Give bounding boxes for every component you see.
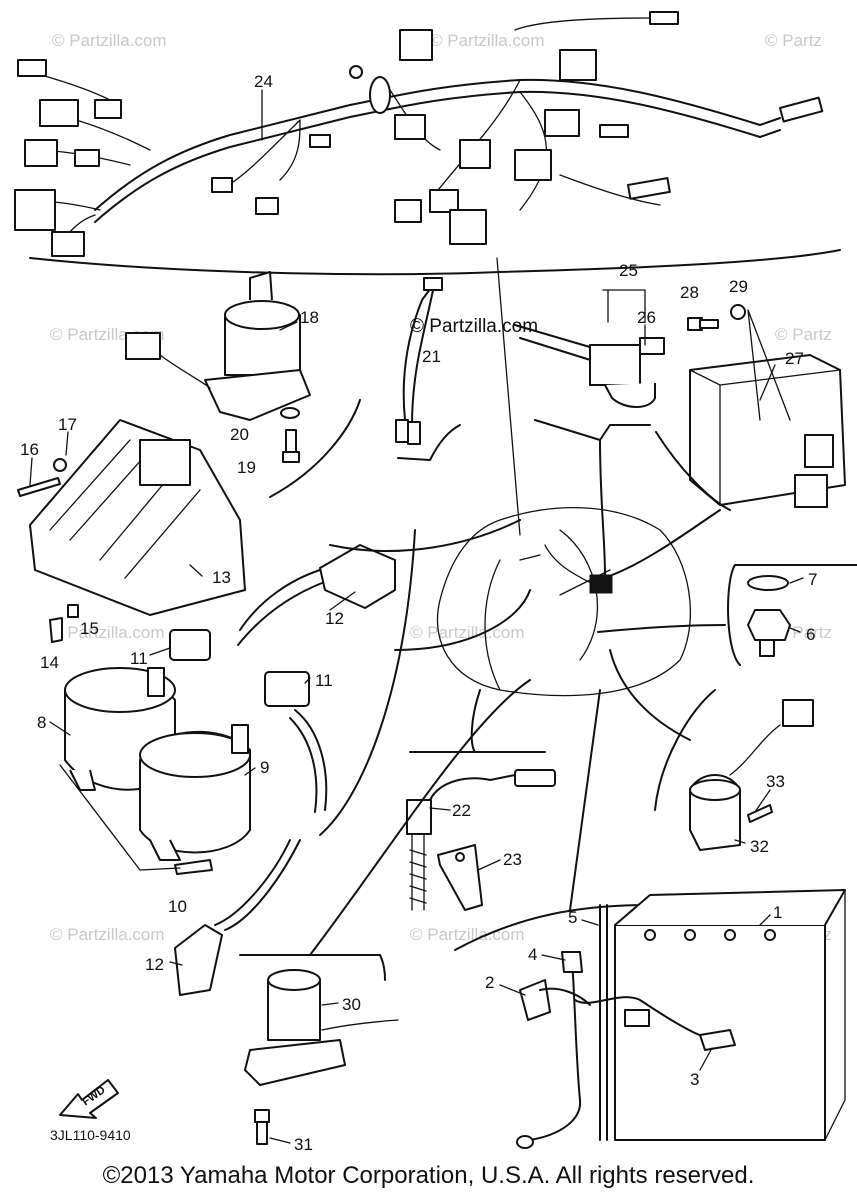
screw-10 [174,859,213,875]
screw-31 [254,1109,270,1145]
callout-22: 22 [452,801,471,820]
callout-4: 4 [528,945,537,964]
callout-bracket [319,529,416,836]
callout-31: 31 [294,1135,313,1154]
callout-13: 13 [212,568,231,587]
watermark-text: © Partzilla.com [410,316,538,337]
connector-line [609,649,691,741]
connector-line [329,519,521,552]
sensor-22 [406,751,556,911]
callout-26: 26 [637,308,656,327]
washer-29 [730,304,746,320]
callout-32: 32 [750,837,769,856]
callout-11: 11 [315,671,333,690]
callout-bracket [655,431,731,511]
watermark-text: © Partz [765,31,822,50]
callout-24: 24 [254,72,273,91]
callout-16: 16 [20,440,39,459]
callout-14: 14 [40,653,59,672]
callout-11: 11 [130,649,148,668]
callout-27: 27 [785,349,804,368]
connector-line [611,509,721,576]
wire-harness [14,11,841,536]
watermark-text: © Partzilla.com [410,623,525,642]
callout-3: 3 [690,1070,699,1089]
callout-18: 18 [300,308,319,327]
callout-21: 21 [422,347,441,366]
cdi-unit [689,354,846,508]
connector-line [599,439,606,576]
callout-30: 30 [342,995,361,1014]
callout-29: 29 [729,277,748,296]
starter-relay [239,954,399,1086]
callout-6: 6 [806,625,815,644]
callout-bracket [397,424,461,461]
connector-line [470,689,481,753]
callout-7: 7 [808,570,817,589]
plug-caps [169,544,396,996]
watermark-text: © Partzilla.com [50,623,165,642]
callout-25: 25 [619,261,638,280]
screw-19 [280,407,300,463]
callout-labels: 24 25 26 28 29 27 18 21 20 19 17 16 13 1… [20,72,817,1154]
leader-lines [29,89,804,1144]
watermark-text: © Partzilla.com [52,31,167,50]
connector-line [394,589,531,651]
callout-1: 1 [773,903,782,922]
watermark-text: © Partz [775,325,832,344]
main-switch [125,271,311,421]
callout-10: 10 [168,897,187,916]
callout-23: 23 [503,850,522,869]
frame-outline [436,507,691,697]
callout-33: 33 [766,772,785,791]
bolt-16 [17,458,67,497]
connector-line [597,624,726,633]
bracket-23 [437,844,483,911]
callout-12: 12 [325,609,344,628]
callout-15: 15 [80,619,99,638]
diagram-code: 3JL110-9410 [50,1127,131,1143]
lead-21 [395,277,443,445]
watermark-text: © Partzilla.com [410,925,525,944]
callout-bracket [269,399,361,498]
ignition-coil-9 [139,724,251,861]
screw-14 [49,604,79,643]
connector-line [569,689,601,911]
connector-line [309,679,531,956]
battery-leads [516,904,736,1149]
copyright-notice: ©2013 Yamaha Motor Corporation, U.S.A. A… [102,1162,755,1189]
bolt-28 [687,317,719,331]
callout-28: 28 [680,283,699,302]
fuse-holder [514,324,665,441]
callout-5: 5 [568,908,577,927]
callout-20: 20 [230,425,249,444]
callout-8: 8 [37,713,46,732]
neutral-switch [727,564,857,666]
callout-19: 19 [237,458,256,477]
watermark-text: © Partzilla.com [50,925,165,944]
fwd-arrow-icon: FWD [59,1079,119,1119]
sender-32 [654,689,814,851]
leader-line [59,764,181,871]
callout-12: 12 [145,955,164,974]
callout-17: 17 [58,415,77,434]
watermark-text: © Partzilla.com [430,31,545,50]
callout-9: 9 [260,758,269,777]
callout-2: 2 [485,973,494,992]
